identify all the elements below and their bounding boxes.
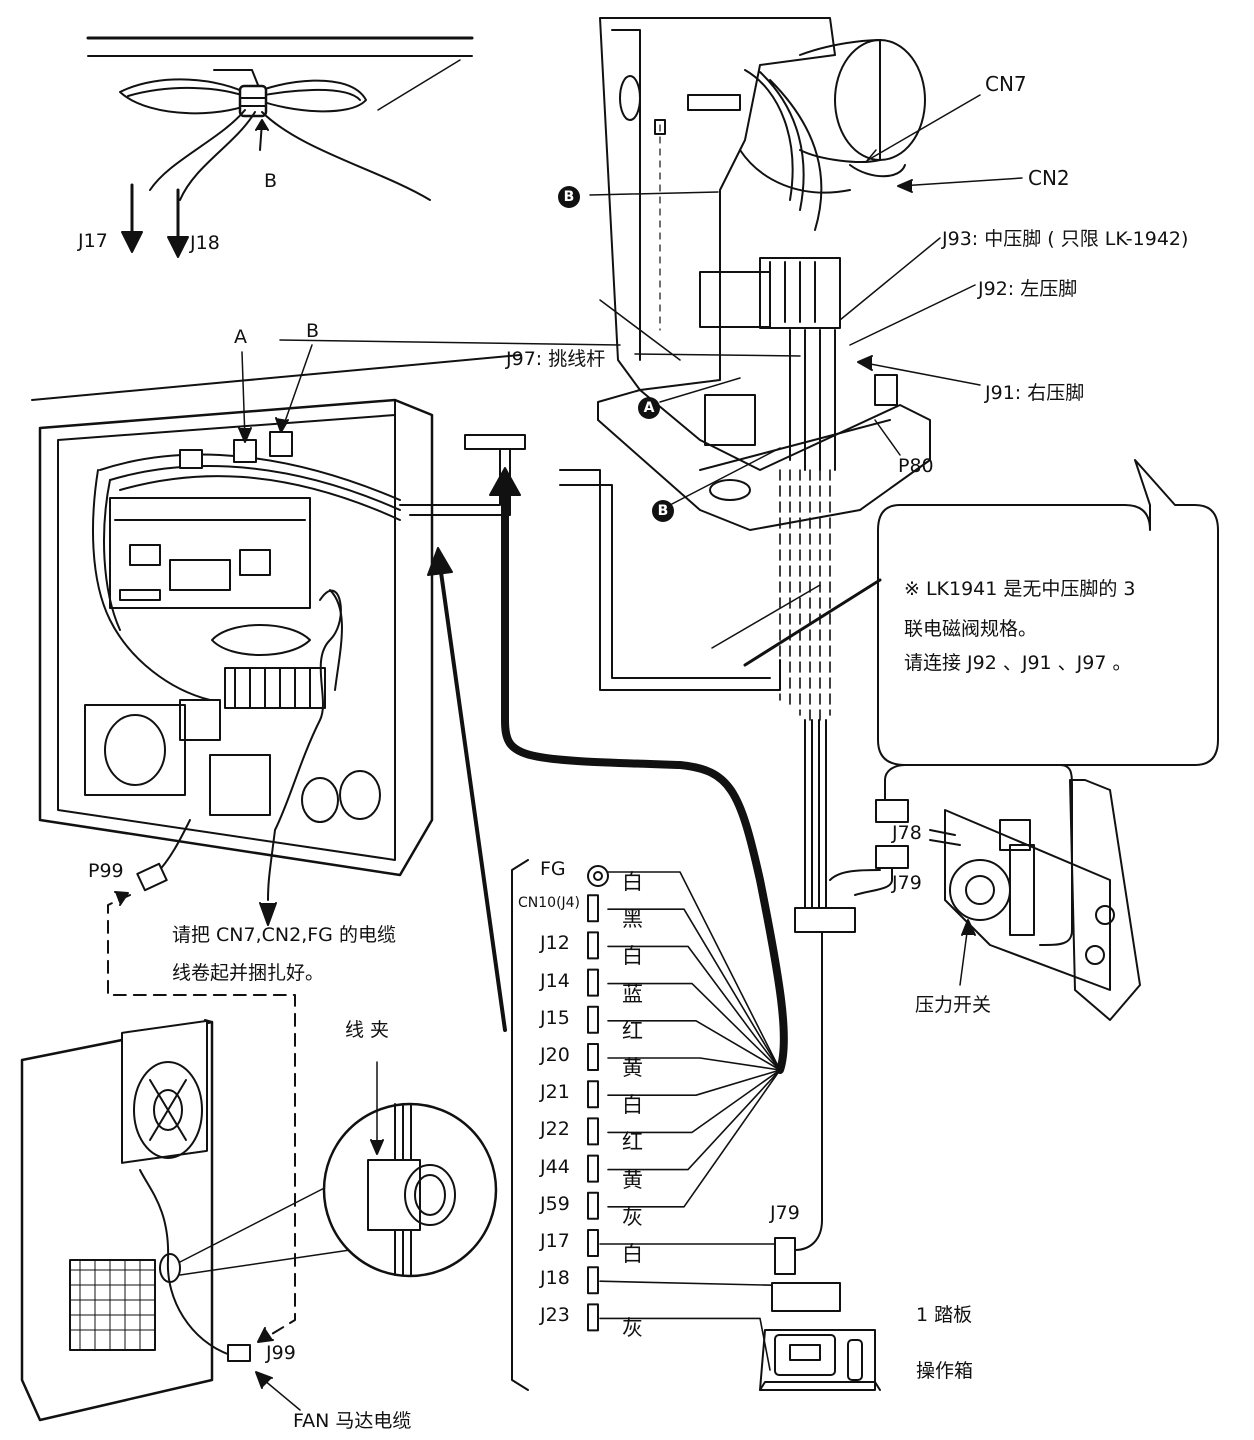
cn2-label: CN2 (1028, 166, 1070, 190)
j97-label: J97: 挑线杆 (506, 348, 606, 370)
connector-name-j20: J20 (540, 1044, 570, 1066)
connector-wire-j12 (607, 945, 781, 1071)
connector-name-j21: J21 (540, 1081, 570, 1104)
box-clamp-a-label: A (234, 326, 247, 348)
j18-top-label: J18 (190, 232, 220, 254)
j17-top-label: J17 (78, 230, 108, 252)
connector-name-j44: J44 (540, 1155, 570, 1178)
connector-color-j23: 灰 (622, 1316, 643, 1341)
j93-label: J93: 中压脚 ( 只限 LK-1942) (942, 228, 1189, 250)
connector-name-j59: J59 (540, 1192, 570, 1215)
connector-color-fg: 白 (622, 870, 643, 894)
connector-name-j15: J15 (540, 1006, 570, 1029)
connector-wire-cn10-j4- (607, 908, 781, 1071)
note-line-1: ※ LK1941 是无中压脚的 3 (904, 578, 1136, 600)
connector-plug-j15 (587, 1005, 599, 1034)
connector-color-j21: 白 (622, 1093, 643, 1118)
pedal-label: 1 踏板 (916, 1304, 973, 1326)
connector-plug-cn10-j4- (587, 894, 599, 923)
connector-name-cn10-j4-: CN10(J4) (518, 895, 581, 912)
cn7-label: CN7 (985, 72, 1027, 96)
connector-name-j23: J23 (540, 1304, 570, 1327)
connector-wire-fg (607, 871, 781, 1071)
connector-wire-j20 (607, 1057, 781, 1071)
connector-color-j12: 白 (622, 944, 643, 969)
connector-plug-j18 (587, 1266, 599, 1295)
connector-wire-j22 (607, 1069, 781, 1134)
clamp-label-b-top: B (264, 170, 278, 192)
j79-air-label: J79 (892, 872, 922, 894)
box-clamp-b-label: B (306, 320, 320, 342)
j99-label: J99 (266, 1342, 296, 1364)
connector-wire-j14 (607, 982, 781, 1071)
clip-label: 线 夹 (345, 1019, 390, 1041)
connector-color-cn10-j4-: 黑 (622, 907, 643, 932)
bullet-a: A (638, 397, 660, 419)
p80-label: P80 (898, 455, 934, 477)
connector-plug-j17 (587, 1229, 599, 1257)
connector-wire-j18 (599, 1280, 773, 1286)
connector-plug-j20 (587, 1043, 599, 1071)
connector-plug-j14 (587, 968, 599, 997)
connector-wire-j23 (599, 1317, 771, 1371)
connector-wire-j59 (607, 1069, 781, 1208)
pedal-and-box (759, 1237, 881, 1391)
air-unit (854, 764, 1141, 1021)
operation-box-label: 操作箱 (916, 1360, 974, 1382)
note-bubble (711, 459, 1219, 766)
bundle-tie-detail (86, 36, 474, 258)
connector-plug-j44 (587, 1154, 599, 1183)
connector-wire-j15 (607, 1020, 781, 1071)
connector-plug-j12 (587, 931, 599, 960)
control-box (31, 339, 788, 1343)
connector-name-j22: J22 (540, 1118, 570, 1141)
connector-list-wiring (511, 859, 609, 1391)
connector-wire-j21 (607, 1069, 781, 1096)
fan-panel (20, 1019, 498, 1422)
connector-color-j22: 红 (622, 1130, 643, 1155)
p99-label: P99 (88, 860, 124, 882)
connector-color-j14: 蓝 (622, 981, 643, 1006)
j92-label: J92: 左压脚 (978, 278, 1078, 300)
note-line-2: 联电磁阀规格。 (904, 618, 1038, 640)
note-line-3: 请连接 J92 、J91 、J97 。 (904, 652, 1132, 674)
connector-color-j20: 黄 (622, 1056, 643, 1080)
connector-name-fg: FG (540, 858, 566, 880)
connector-color-j44: 黄 (622, 1167, 643, 1192)
instruction-line-1: 请把 CN7,CN2,FG 的电缆 (172, 924, 396, 946)
connector-plug-j21 (587, 1080, 599, 1109)
sewing-head (589, 17, 1023, 531)
connector-color-j59: 灰 (622, 1204, 643, 1229)
instruction-line-2: 线卷起并捆扎好。 (172, 962, 325, 984)
connector-name-j17: J17 (540, 1230, 570, 1252)
connector-shapes (587, 871, 781, 1371)
connector-wire-j44 (607, 1069, 781, 1171)
bullet-b-lower: B (652, 500, 674, 522)
pressure-switch-label: 压力开关 (915, 994, 992, 1016)
connector-plug-j23 (587, 1303, 599, 1332)
connector-color-j15: 红 (622, 1018, 643, 1043)
head-cable-bundle (559, 469, 881, 1251)
connector-plug-j22 (587, 1117, 599, 1146)
j79-bottom-label: J79 (770, 1202, 800, 1224)
j91-label: J91: 右压脚 (985, 382, 1085, 404)
j78-label: J78 (892, 822, 922, 844)
bullet-b-upper: B (558, 186, 580, 208)
connector-plug-j59 (587, 1191, 599, 1220)
connector-name-j14: J14 (540, 969, 570, 992)
connector-name-j12: J12 (540, 932, 570, 955)
fan-cable-label: FAN 马达电缆 (293, 1410, 412, 1432)
connector-name-j18: J18 (540, 1267, 570, 1290)
connector-color-j17: 白 (622, 1242, 643, 1266)
